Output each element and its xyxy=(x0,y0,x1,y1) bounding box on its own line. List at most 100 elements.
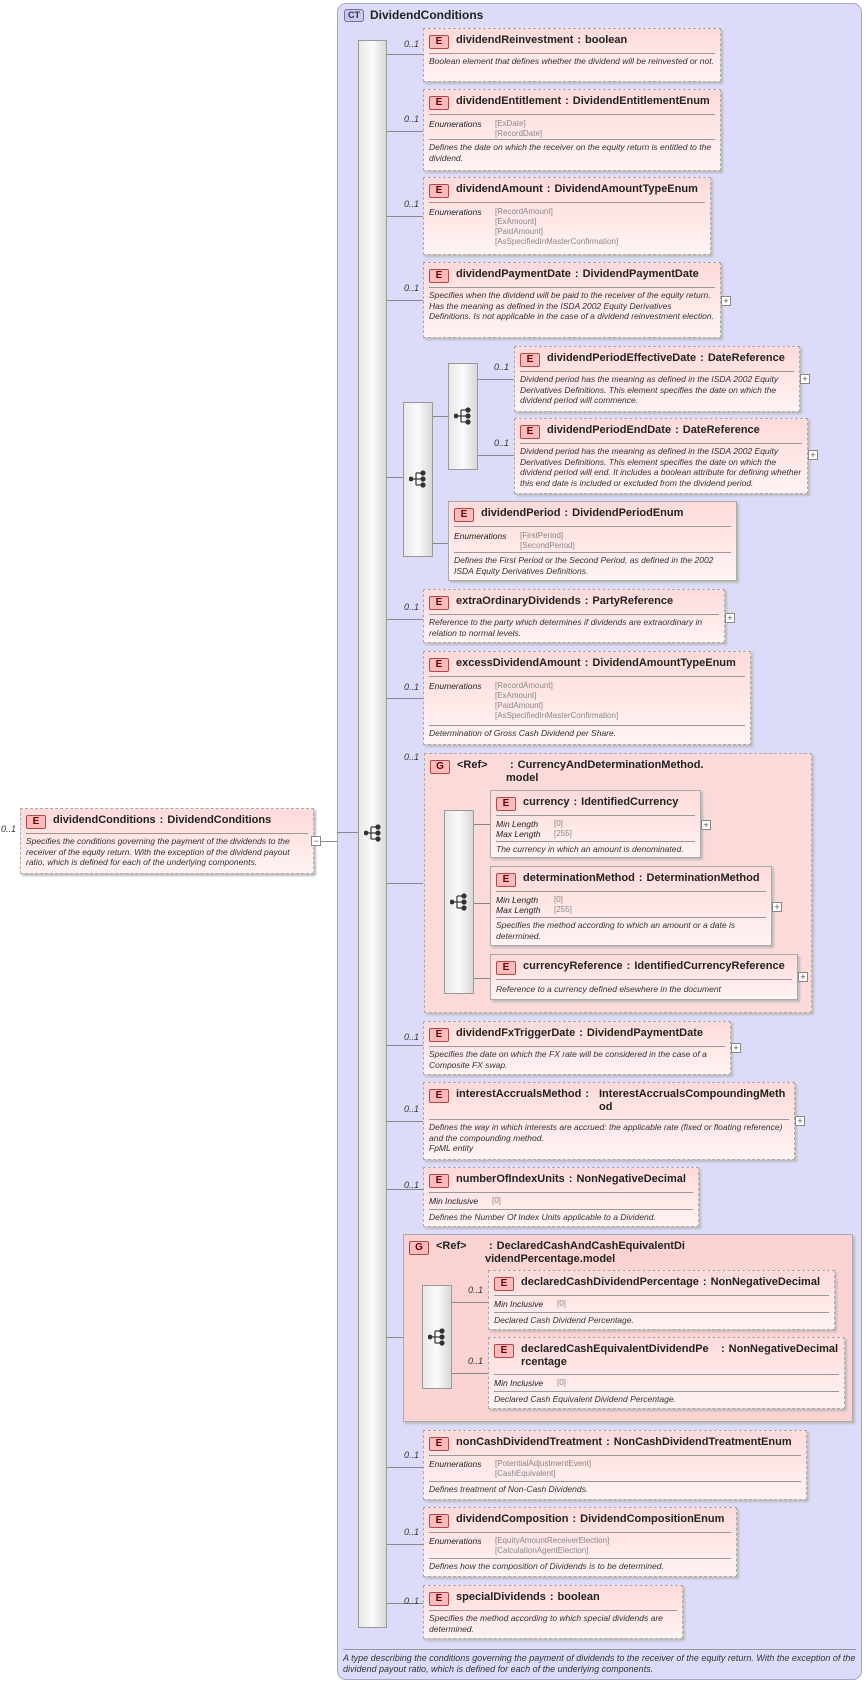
type-separator: : xyxy=(700,352,704,364)
divider xyxy=(496,979,792,980)
element-numberOfIndexUnits[interactable]: E numberOfIndexUnits:NonNegativeDecimal … xyxy=(423,1167,699,1227)
element-documentation: The currency in which an amount is denom… xyxy=(496,844,684,854)
element-documentation: Specifies when the dividend will be paid… xyxy=(429,290,714,321)
type-separator: : xyxy=(546,183,551,195)
element-title: determinationMethod:DeterminationMethod xyxy=(523,872,760,884)
element-documentation: Defines the date on which the receiver o… xyxy=(429,142,712,163)
occurrence: 0..1 xyxy=(404,1180,420,1190)
divider xyxy=(496,917,766,918)
element-type: :NonNegativeDecimal xyxy=(717,1343,838,1355)
expand-icon[interactable]: + xyxy=(701,820,711,830)
expand-icon[interactable]: + xyxy=(772,902,782,912)
type-separator: : xyxy=(626,960,631,972)
sequence-icon[interactable] xyxy=(364,824,382,842)
element-title: nonCashDividendTreatment:NonCashDividend… xyxy=(456,1436,792,1448)
element-excessDividendAmount[interactable]: E excessDividendAmount:DividendAmountTyp… xyxy=(423,651,751,745)
branch-line xyxy=(387,1189,423,1190)
expand-icon[interactable]: + xyxy=(725,613,735,623)
element-documentation: Declared Cash Equivalent Dividend Percen… xyxy=(494,1394,676,1404)
facet-label: Enumerations xyxy=(429,119,482,129)
element-dividendPeriod[interactable]: E dividendPeriod:DividendPeriodEnum Enum… xyxy=(448,501,737,581)
element-extraOrdinaryDividends[interactable]: E extraOrdinaryDividends:PartyReference … xyxy=(423,589,725,643)
element-declaredCashDividendPercentage[interactable]: E declaredCashDividendPercentage:NonNega… xyxy=(488,1270,835,1330)
complex-type-name[interactable]: DividendConditions xyxy=(370,8,484,22)
branch-line xyxy=(452,1302,488,1303)
branch-line xyxy=(387,1603,423,1604)
element-dividendReinvestment[interactable]: E dividendReinvestment:boolean Boolean e… xyxy=(423,28,721,82)
divider xyxy=(429,725,745,726)
expand-icon[interactable]: + xyxy=(795,1116,805,1126)
element-dividendPeriodEndDate[interactable]: E dividendPeriodEndDate:DateReference Di… xyxy=(514,418,808,494)
branch-line xyxy=(387,1337,403,1338)
element-badge: E xyxy=(496,961,516,975)
occurrence: 0..1 xyxy=(468,1356,484,1366)
element-dividendPaymentDate[interactable]: E dividendPaymentDate:DividendPaymentDat… xyxy=(423,262,721,338)
group-type: :CurrencyAndDeterminationMethod. model xyxy=(506,759,703,785)
element-header: E determinationMethod:DeterminationMetho… xyxy=(496,871,766,889)
branch-line xyxy=(433,543,448,544)
facet-label: Enumerations xyxy=(429,681,482,691)
expand-icon[interactable]: + xyxy=(798,972,808,982)
element-dividendFxTriggerDate[interactable]: E dividendFxTriggerDate:DividendPaymentD… xyxy=(423,1021,731,1075)
element-currency[interactable]: E currency:IdentifiedCurrency Min Length… xyxy=(490,790,701,858)
expand-icon[interactable]: + xyxy=(808,450,818,460)
occurrence: 0..1 xyxy=(494,362,510,372)
element-title: dividendPaymentDate:DividendPaymentDate xyxy=(456,268,699,280)
divider xyxy=(494,1312,829,1313)
element-type: boolean xyxy=(585,34,628,46)
element-determinationMethod[interactable]: E determinationMethod:DeterminationMetho… xyxy=(490,866,772,946)
element-name: dividendPeriodEffectiveDate xyxy=(547,352,697,364)
root-element-header: E dividendConditions:DividendConditions xyxy=(26,813,308,831)
sequence-icon[interactable] xyxy=(409,470,427,488)
element-name: interestAccrualsMethod xyxy=(456,1088,582,1100)
sequence-icon[interactable] xyxy=(428,1328,446,1346)
element-title: dividendPeriod:DividendPeriodEnum xyxy=(481,507,683,519)
type-separator: : xyxy=(572,1513,577,1525)
element-badge: E xyxy=(429,1437,449,1451)
element-badge: E xyxy=(429,35,449,49)
branch-line xyxy=(474,903,490,904)
element-title: specialDividends:boolean xyxy=(456,1591,600,1603)
occurrence: 0..1 xyxy=(404,682,420,692)
element-interestAccrualsMethod[interactable]: E interestAccrualsMethod: InterestAccrua… xyxy=(423,1082,795,1160)
element-title: dividendPeriodEndDate:DateReference xyxy=(547,424,760,436)
element-declaredCashEquivalentDividendPercentage[interactable]: E declaredCashEquivalentDividendPe rcent… xyxy=(488,1337,845,1409)
element-nonCashDividendTreatment[interactable]: E nonCashDividendTreatment:NonCashDivide… xyxy=(423,1430,807,1500)
element-dividendPeriodEffectiveDate[interactable]: E dividendPeriodEffectiveDate:DateRefere… xyxy=(514,346,800,412)
element-documentation: Declared Cash Dividend Percentage. xyxy=(494,1315,634,1325)
occurrence: 0..1 xyxy=(404,199,420,209)
element-specialDividends[interactable]: E specialDividends:boolean Specifies the… xyxy=(423,1585,683,1639)
element-documentation: Specifies the method according to which … xyxy=(429,1613,663,1634)
sequence-icon[interactable] xyxy=(450,893,468,911)
divider xyxy=(429,1119,789,1120)
expand-icon[interactable]: + xyxy=(800,374,810,384)
divider xyxy=(429,202,705,203)
root-element-box[interactable]: E dividendConditions:DividendConditions … xyxy=(20,808,314,874)
collapse-icon[interactable]: − xyxy=(311,836,321,846)
element-title: dividendAmount:DividendAmountTypeEnum xyxy=(456,183,698,195)
divider xyxy=(429,1046,725,1047)
element-currencyReference[interactable]: E currencyReference:IdentifiedCurrencyRe… xyxy=(490,954,798,1000)
branch-line xyxy=(387,477,403,478)
group-badge: G xyxy=(430,760,450,774)
element-type-label: NonNegativeDecimal xyxy=(728,1343,839,1355)
element-name: declaredCashEquivalentDividendPe rcentag… xyxy=(521,1343,709,1368)
element-badge: E xyxy=(429,658,449,672)
expand-icon[interactable]: + xyxy=(731,1043,741,1053)
divider xyxy=(26,833,308,834)
facet-label: Enumerations xyxy=(429,207,482,217)
element-dividendAmount[interactable]: E dividendAmount:DividendAmountTypeEnum … xyxy=(423,177,711,255)
sequence-icon[interactable] xyxy=(454,407,472,425)
element-title: declaredCashDividendPercentage:NonNegati… xyxy=(521,1276,820,1288)
expand-icon[interactable]: + xyxy=(721,296,731,306)
element-dividendComposition[interactable]: E dividendComposition:DividendCompositio… xyxy=(423,1507,737,1577)
occurrence: 0..1 xyxy=(404,1596,420,1606)
element-type: NonCashDividendTreatmentEnum xyxy=(613,1436,792,1448)
divider xyxy=(520,371,794,372)
element-title: currencyReference:IdentifiedCurrencyRefe… xyxy=(523,960,785,972)
type-separator: : xyxy=(579,1027,583,1039)
element-badge: E xyxy=(494,1344,514,1358)
root-occurrence: 0..1 xyxy=(1,824,17,834)
element-dividendEntitlement[interactable]: E dividendEntitlement:DividendEntitlemen… xyxy=(423,89,721,171)
